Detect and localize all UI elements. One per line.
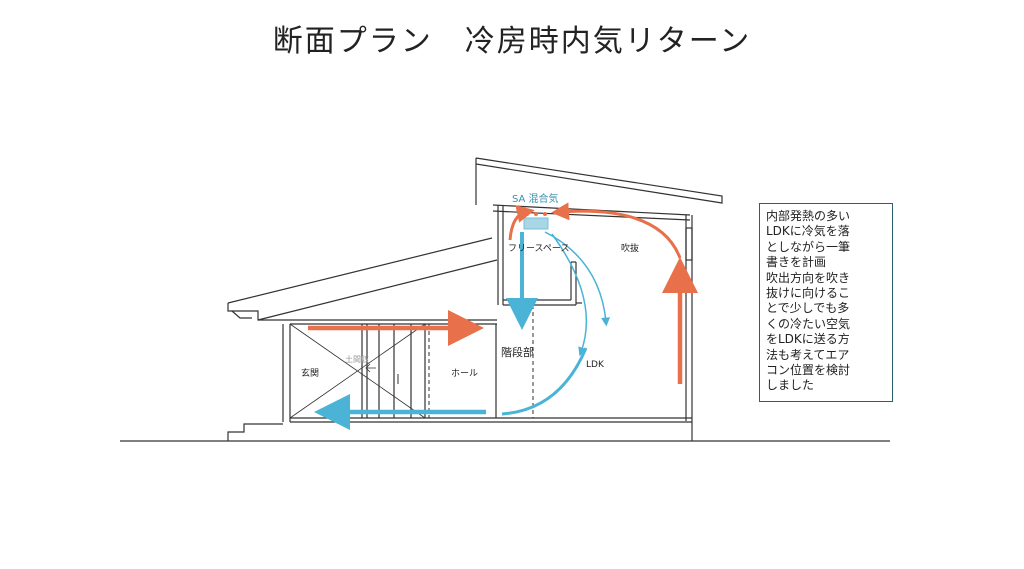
label-storage: 土間収 (345, 354, 369, 364)
note-line: くの冷たい空気 (766, 316, 851, 331)
cool-air-arrow-floor-curve (501, 347, 588, 416)
note-line: とで少しでも多 (766, 301, 850, 316)
building-outline (227, 157, 723, 441)
note-line: としながら一筆 (766, 239, 851, 254)
ac-unit (523, 217, 549, 230)
label-hall: ホール (451, 368, 478, 379)
cool-air-arrow-ldk (551, 233, 588, 357)
note-line: 法も考えてエア (766, 347, 850, 362)
note-line: 吹出方向を吹き (766, 270, 851, 285)
page-title: 断面プラン 冷房時内気リターン (272, 24, 752, 59)
ac-dot (543, 212, 547, 216)
label-fukinuke: 吹抜 (621, 242, 639, 254)
cool-air-arrow-swirl (544, 231, 611, 327)
label-free-space: フリースペース (508, 244, 569, 254)
ac-dot (534, 212, 538, 216)
label-entrance: 玄関 (301, 367, 319, 379)
note-line: LDKに冷気を落 (766, 224, 850, 239)
note-line: 内部発熱の多い (766, 209, 851, 223)
note-line: 抜けに向けるこ (766, 286, 851, 301)
warm-air-arrow-top (551, 202, 682, 259)
note-box: 内部発熱の多い LDKに冷気を落 としながら一筆 書きを計画 吹出方向を吹き 抜… (759, 203, 893, 402)
warm-air-arrow-left (508, 205, 535, 241)
note-line: しました (766, 378, 815, 393)
note-line: をLDKに送る方 (766, 332, 850, 347)
label-sa-mixed-air: SA 混合気 (512, 192, 559, 205)
small-arrow-icon (365, 363, 376, 373)
label-stairs: 階段部 (501, 345, 534, 359)
note-line: コン位置を検討 (766, 363, 851, 378)
note-line: 書きを計画 (766, 255, 827, 270)
label-ldk: LDK (586, 360, 605, 370)
